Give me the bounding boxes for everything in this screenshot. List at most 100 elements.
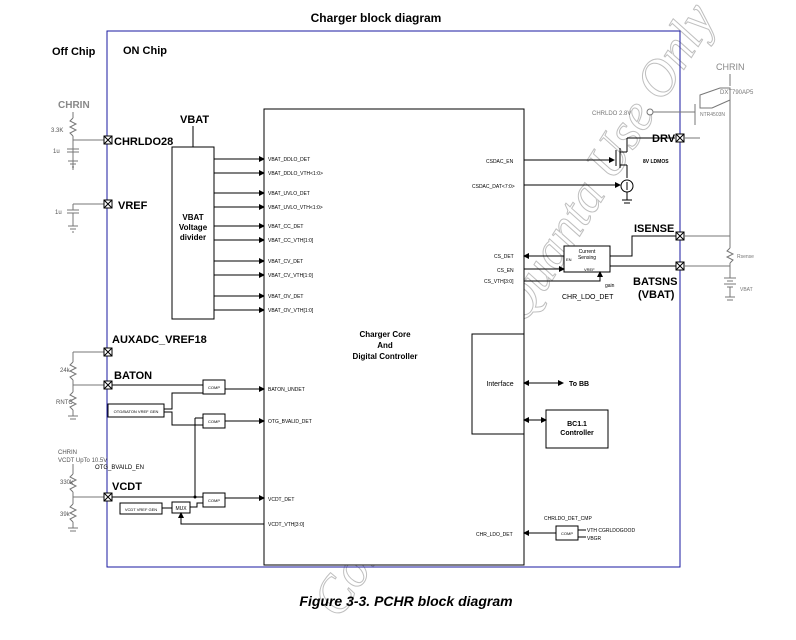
current-sensing-en: EN <box>566 257 572 262</box>
vcdt-label: VCDT <box>112 481 142 493</box>
divider-signal-labels: VBAT_DDLO_DET VBAT_DDLO_VTH<1:0> VBAT_UVLO… <box>268 157 323 314</box>
interface-label: Interface <box>486 381 513 388</box>
pin-drv: DRV <box>652 133 685 145</box>
divider-signal-label: VBAT_DDLO_DET <box>268 157 310 163</box>
figure-caption: Figure 3-3. PCHR block diagram <box>299 593 512 609</box>
divider-signal-label: VBAT_CC_DET <box>268 224 303 230</box>
chrldo-det-cmp-label: CHRLDO_DET_CMP <box>544 516 592 522</box>
divider-signal-lines <box>214 156 265 313</box>
vcdt-comp-label: COMP <box>208 498 220 503</box>
current-sensing-label-1: Current <box>579 249 596 255</box>
batsns-sub-label: (VBAT) <box>638 289 675 301</box>
vcdt-comparator <box>202 492 226 508</box>
current-sensing-vref: VREF <box>584 267 595 272</box>
chrin-label-vcdt: CHRIN <box>58 450 77 456</box>
chrldo-28v-label: CHRLDO 2.8V <box>592 111 631 117</box>
bc11-controller <box>545 409 609 449</box>
on-chip-label: ON Chip <box>123 45 167 57</box>
ldmos-driver <box>615 137 675 204</box>
ldmos-label: 8V LDMOS <box>643 159 669 165</box>
vth-cgrldogood-label: VTH CGRLDOGOOD <box>587 528 635 534</box>
isense-label: ISENSE <box>634 223 674 235</box>
divider-label-2: Voltage <box>179 223 208 232</box>
r-24k-label: 24k <box>60 368 71 374</box>
chr-ldo-det-under: CHR_LDO_DET <box>562 294 614 301</box>
pin-vref: VREF <box>103 199 148 212</box>
vcdt-det-label: VCDT_DET <box>268 497 294 503</box>
divider-label-1: VBAT <box>182 213 203 222</box>
current-sensing-label-2: Sensing <box>578 255 596 261</box>
divider-signal-label: VBAT_UVLO_DET <box>268 191 310 197</box>
c-1u-b-label: 1u <box>55 210 62 216</box>
ntr-label: NTR4503N <box>700 112 725 118</box>
vcdt-vth-label: VCDT_VTH[3:0] <box>268 522 305 528</box>
chr-ldo-det-label: CHR_LDO_DET <box>476 532 513 538</box>
vbgr-label: VBGR <box>587 536 602 542</box>
vref-external: 1u <box>55 203 104 233</box>
pin-auxadc-vref18: AUXADC_VREF18 <box>103 334 207 357</box>
otg-bvalid-det-label: OTG_BVALID_DET <box>268 419 312 425</box>
dxt-label: DXT790AP5 <box>720 90 754 96</box>
c-1u-a-label: 1u <box>53 149 60 155</box>
csdac-en-label: CSDAC_EN <box>486 159 514 165</box>
pin-baton: BATON <box>103 370 152 390</box>
chrldo-comp-label: COMP <box>561 531 573 536</box>
chrin-label-right: CHRIN <box>716 62 745 72</box>
vbat-top-label: VBAT <box>180 114 209 126</box>
pin-isense: ISENSE <box>634 223 685 241</box>
otg-baton-vref-gen-label: OTG/BATON VREF GEN <box>114 409 159 414</box>
to-bb-label: To BB <box>569 381 589 388</box>
r-330k-label: 330k <box>60 480 74 486</box>
r-3-3k-label: 3.3K <box>51 128 63 134</box>
drv-label: DRV <box>652 133 676 145</box>
right-external-circuit: CHRIN DXT790AP5 CHRLDO 2.8V NTR4503N Rse… <box>592 62 754 301</box>
otg-comp-label: COMP <box>208 419 220 424</box>
pin-batsns: BATSNS (VBAT) <box>633 261 685 301</box>
divider-signal-label: VBAT_UVLO_VTH<1:0> <box>268 205 323 211</box>
vcdt-upto-label: VCDT UpTo 10.5V <box>58 458 107 464</box>
batsns-label: BATSNS <box>633 276 677 288</box>
otg-baton-vref-gen <box>107 403 165 418</box>
core-label-2: And <box>377 341 393 350</box>
divider-signal-label: VBAT_CV_DET <box>268 259 303 265</box>
interface-block <box>471 333 525 435</box>
vbat-voltage-divider <box>171 146 215 320</box>
r-39k-label: 39k <box>60 512 71 518</box>
baton-comp-label: COMP <box>208 385 220 390</box>
csdac-dat-label: CSDAC_DAT<7:0> <box>472 184 515 190</box>
divider-signal-label: VBAT_CV_VTH[1:0] <box>268 273 314 279</box>
mux-label: MUX <box>175 506 187 512</box>
off-chip-label: Off Chip <box>52 46 96 58</box>
vbat-right-label: VBAT <box>740 287 753 293</box>
cs-det-label: CS_DET <box>494 254 514 260</box>
otg-bvaild-en-label: OTG_BVAILD_EN <box>95 465 144 471</box>
divider-signal-label: VBAT_DDLO_VTH<1:0> <box>268 171 323 177</box>
auxadc-baton-external: 24k RNTC <box>56 351 104 420</box>
divider-signal-label: VBAT_OV_VTH[1:0] <box>268 308 314 314</box>
baton-comparator <box>202 379 226 395</box>
divider-label-3: divider <box>180 233 206 242</box>
bc11-label-1: BC1.1 <box>567 421 587 428</box>
cs-en-label: CS_EN <box>497 268 514 274</box>
rntc-label: RNTC <box>56 400 73 406</box>
divider-signal-label: VBAT_CC_VTH[1:0] <box>268 238 314 244</box>
chrldo28-external: CHRIN 3.3K 1u <box>51 100 104 170</box>
bc11-label-2: Controller <box>560 430 594 437</box>
pin-chrldo28: CHRLDO28 <box>103 135 173 148</box>
current-sensing <box>563 245 611 273</box>
pin-vcdt: VCDT <box>103 481 142 502</box>
rsense-label: Rsense <box>737 254 754 260</box>
core-label-1: Charger Core <box>359 330 411 339</box>
on-chip-boundary <box>106 30 681 568</box>
vcdt-vref-gen-label: VCDT VREF GEN <box>125 507 157 512</box>
cs-vth-label: CS_VTH[3:0] <box>484 279 514 285</box>
vcdt-external: CHRIN VCDT UpTo 10.5V 330k 39k <box>58 450 107 532</box>
auxadc-label: AUXADC_VREF18 <box>112 334 207 346</box>
core-label-3: Digital Controller <box>353 352 418 361</box>
diagram-title: Charger block diagram <box>311 11 442 25</box>
chrin-label-left: CHRIN <box>58 100 90 111</box>
divider-signal-label: VBAT_OV_DET <box>268 294 303 300</box>
baton-undet-label: BATON_UNDET <box>268 387 305 393</box>
baton-label: BATON <box>114 370 152 382</box>
